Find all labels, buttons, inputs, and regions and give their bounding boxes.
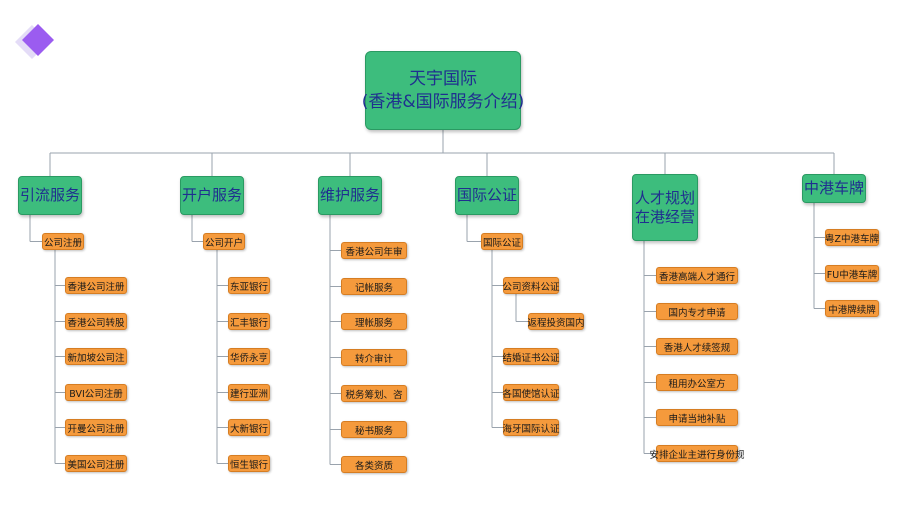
item-node: 公司资料公证 (503, 277, 560, 294)
category-node: 维护服务 (318, 176, 382, 215)
root-subtitle: (香港&国际服务介绍) (361, 91, 525, 112)
item-node: 记帐服务 (341, 278, 407, 295)
category-node: 人才规划在港经营 (632, 174, 698, 241)
category-node: 引流服务 (18, 176, 82, 215)
item-node: 安排企业主进行身份规 (650, 445, 745, 462)
group-node: 公司开户 (203, 233, 245, 250)
item-node: 开曼公司注册 (65, 419, 127, 436)
item-node: 美国公司注册 (65, 455, 127, 472)
item-node: 申请当地补贴 (656, 409, 738, 426)
category-title: 中港车牌 (803, 179, 864, 197)
item-node: 东亚银行 (228, 277, 270, 294)
item-node: 大新银行 (228, 419, 270, 436)
item-node: BVI公司注册 (65, 384, 127, 401)
category-node: 国际公证 (455, 176, 519, 215)
category-node: 中港车牌 (802, 174, 866, 203)
item-node: 转介审计 (341, 349, 407, 366)
diamond-logo-icon (15, 24, 54, 59)
item-node: 建行亚洲 (228, 384, 270, 401)
item-node: 租用办公室方 (656, 374, 738, 391)
group-node: 国际公证 (481, 233, 523, 250)
item-node: 香港公司年审 (341, 242, 407, 259)
root-node: 天宇国际 (香港&国际服务介绍) (362, 51, 524, 130)
subgroup-item-node: 返程投资国内 (528, 313, 585, 330)
category-title: 维护服务 (319, 186, 380, 204)
item-node: 税务筹划、咨 (341, 385, 407, 402)
category-title: 开户服务 (181, 186, 242, 204)
item-node: FU中港车牌 (825, 265, 879, 282)
item-node: 中港牌续牌 (825, 300, 879, 317)
item-node: 恒生银行 (228, 455, 270, 472)
item-node: 结婚证书公证 (503, 348, 560, 365)
item-node: 香港高端人才通行 (656, 267, 738, 284)
item-node: 华侨永亨 (228, 348, 270, 365)
category-title: 人才规划 (634, 188, 695, 207)
item-node: 理帐服务 (341, 313, 407, 330)
root-title: 天宇国际 (409, 68, 477, 89)
item-node: 汇丰银行 (228, 313, 270, 330)
category-title: 引流服务 (19, 186, 80, 204)
item-node: 秘书服务 (341, 421, 407, 438)
item-node: 粤Z中港车牌 (825, 229, 879, 246)
item-node: 香港人才续签规 (656, 338, 738, 355)
item-node: 各类资质 (341, 456, 407, 473)
item-node: 新加坡公司注 (65, 348, 127, 365)
item-node: 国内专才申请 (656, 303, 738, 320)
category-title: 在港经营 (634, 207, 695, 226)
item-node: 各国使馆认证 (503, 384, 560, 401)
item-node: 海牙国际认证 (503, 419, 560, 436)
category-title: 国际公证 (456, 186, 517, 204)
item-node: 香港公司转股 (65, 313, 127, 330)
group-node: 公司注册 (42, 233, 84, 250)
category-node: 开户服务 (180, 176, 244, 215)
item-node: 香港公司注册 (65, 277, 127, 294)
